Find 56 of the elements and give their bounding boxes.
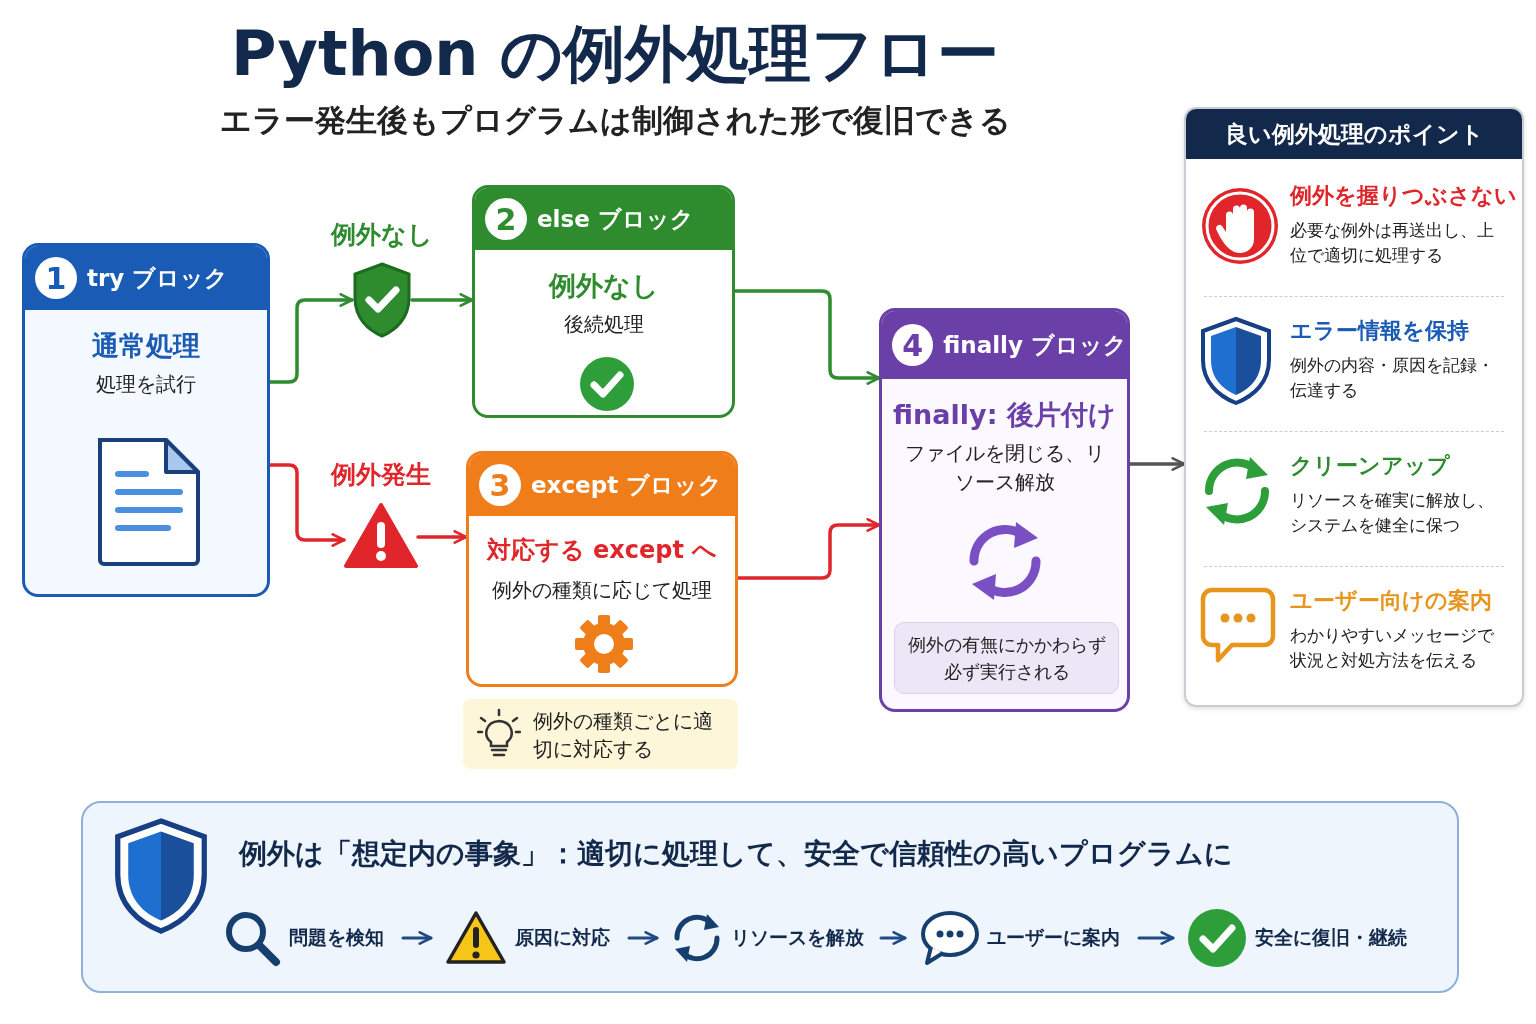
block-title: finally ブロック bbox=[943, 330, 1127, 360]
tip-title: クリーンアップ bbox=[1290, 452, 1450, 480]
step-text: リソースを解放 bbox=[731, 925, 864, 950]
arrow bbox=[627, 931, 659, 945]
tip-text: 必要な例外は再送出し、上位で適切に処理する bbox=[1290, 220, 1495, 267]
arrow bbox=[416, 530, 468, 544]
block-heading: 対応する except へ bbox=[485, 535, 719, 566]
block-text: 後続処理 bbox=[562, 311, 645, 338]
block-title: except ブロック bbox=[531, 470, 723, 500]
arrow bbox=[736, 518, 881, 580]
block-heading: 例外なし bbox=[547, 269, 660, 303]
finally-block-box bbox=[879, 308, 1130, 712]
tip-box bbox=[463, 699, 738, 769]
branch-label: 例外発生 bbox=[329, 459, 432, 491]
tip-text: 例外の内容・原因を記録・伝達する bbox=[1290, 355, 1495, 402]
arrow bbox=[268, 293, 354, 384]
step-number: 1 bbox=[35, 257, 77, 299]
arrow bbox=[1137, 931, 1175, 945]
tip-text: 例外の種類ごとに適切に対応する bbox=[533, 708, 713, 763]
else-block-box bbox=[472, 185, 735, 418]
tip-text: わかりやすいメッセージで状況と対処方法を伝える bbox=[1290, 625, 1495, 672]
block-heading: finally: 後片付け bbox=[892, 398, 1117, 432]
step-text: ユーザーに案内 bbox=[987, 925, 1120, 950]
note-text: 例外の有無にかかわらず必ず実行される bbox=[906, 633, 1107, 684]
branch-label: 例外なし bbox=[329, 219, 434, 251]
block-text: ファイルを閉じる、リソース解放 bbox=[904, 440, 1105, 496]
step-text: 原因に対応 bbox=[515, 925, 610, 950]
summary-text: 例外は「想定内の事象」：適切に処理して、安全で信頼性の高いプログラムに bbox=[239, 836, 1233, 872]
step-text: 問題を検知 bbox=[289, 925, 384, 950]
tip-title: 例外を握りつぶさない bbox=[1290, 182, 1517, 210]
arrow bbox=[268, 463, 346, 547]
try-block-box bbox=[22, 243, 270, 597]
block-text: 例外の種類に応じて処理 bbox=[491, 577, 713, 604]
tip-text: リソースを確実に解放し、システムを健全に保つ bbox=[1290, 490, 1495, 537]
tips-panel bbox=[1184, 107, 1524, 707]
panel-header: 良い例外処理のポイント bbox=[1186, 109, 1522, 159]
step-number: 3 bbox=[479, 464, 521, 506]
tip-title: ユーザー向けの案内 bbox=[1290, 587, 1492, 615]
step-number: 2 bbox=[485, 198, 527, 240]
block-title: else ブロック bbox=[537, 204, 694, 234]
step-text: 安全に復旧・継続 bbox=[1255, 925, 1407, 950]
diagram-title: Python の例外処理フロー bbox=[229, 16, 1001, 92]
except-block-box bbox=[466, 451, 738, 687]
note-box bbox=[894, 622, 1119, 694]
arrow bbox=[879, 931, 907, 945]
arrow bbox=[410, 293, 474, 307]
diagram-subtitle: エラー発生後もプログラムは制御された形で復旧できる bbox=[218, 101, 1012, 140]
arrow bbox=[733, 289, 881, 385]
block-text: 処理を試行 bbox=[95, 371, 197, 398]
step-number: 4 bbox=[892, 324, 934, 366]
arrow bbox=[1128, 457, 1186, 471]
tip-title: エラー情報を保持 bbox=[1290, 317, 1469, 345]
summary-banner bbox=[81, 801, 1459, 993]
arrow bbox=[401, 931, 433, 945]
block-heading: 通常処理 bbox=[91, 329, 201, 363]
block-title: try ブロック bbox=[87, 263, 229, 293]
